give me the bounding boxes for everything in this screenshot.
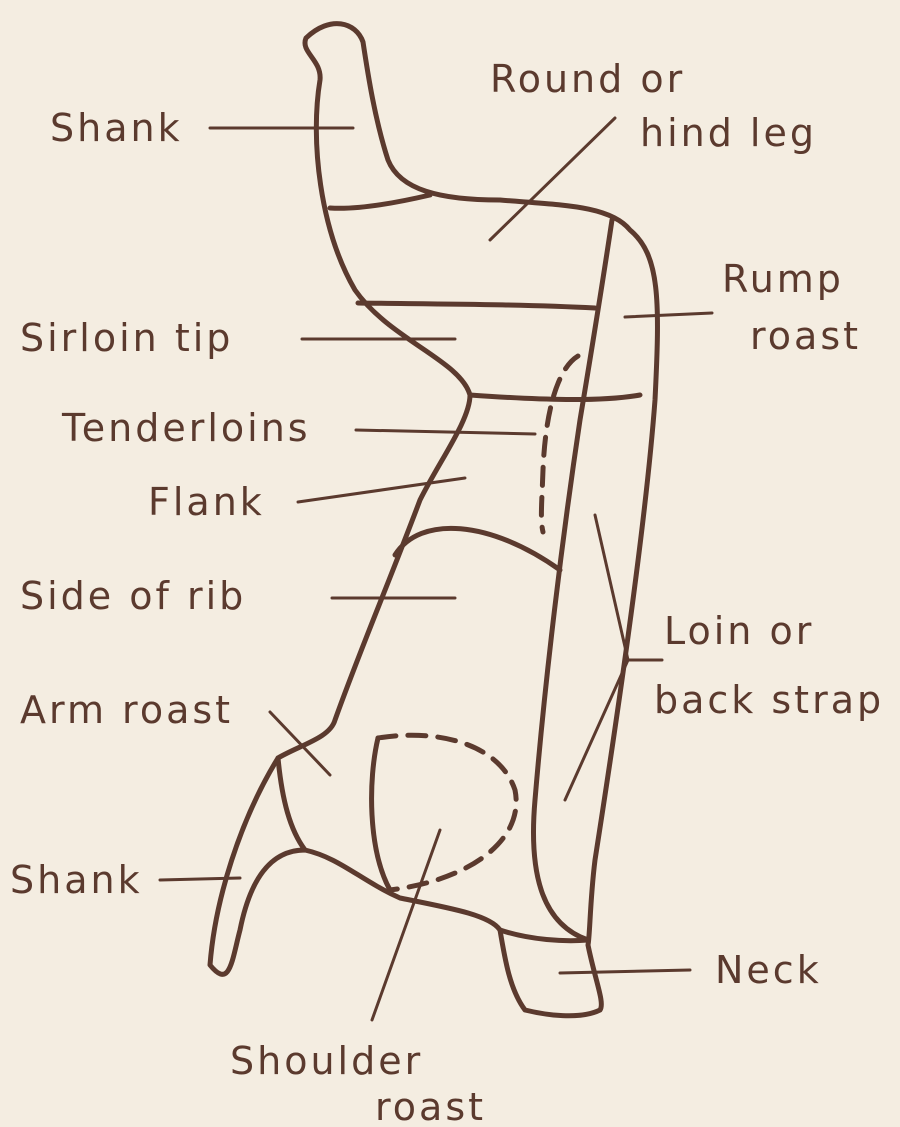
label-round-line2: hind leg xyxy=(640,111,817,155)
label-loin-line2: back strap xyxy=(654,678,884,722)
shank-round-boundary xyxy=(330,195,430,208)
leader-loin-upper xyxy=(595,515,628,660)
shoulder-roast-dashed-outline xyxy=(378,735,516,890)
label-shoulder-line2: roast xyxy=(375,1085,486,1127)
shoulder-divider xyxy=(372,738,390,890)
label-shank-bottom: Shank xyxy=(10,858,143,902)
leader-neck xyxy=(560,970,690,973)
arm-roast-curve xyxy=(278,758,305,850)
tenderloin-dashed-outline xyxy=(541,356,578,532)
leader-rump xyxy=(625,313,712,317)
label-sirloin-tip: Sirloin tip xyxy=(20,316,233,360)
leader-shank-bottom xyxy=(160,878,240,880)
cut-labels: Shank Round or hind leg Rump roast Sirlo… xyxy=(10,57,884,1127)
label-shoulder-line1: Shoulder xyxy=(230,1039,423,1083)
label-shank-top: Shank xyxy=(50,106,183,150)
label-round-line1: Round or xyxy=(490,57,685,101)
leader-round xyxy=(490,118,615,240)
carcass-body-outline xyxy=(210,24,657,1016)
leader-loin-lower xyxy=(565,660,628,800)
label-rump-line2: roast xyxy=(750,314,861,358)
leader-flank xyxy=(298,478,465,502)
leader-tenderloins xyxy=(356,430,535,434)
round-sirloin-boundary xyxy=(358,303,595,308)
rib-arc xyxy=(395,528,560,570)
leader-lines xyxy=(160,118,712,1020)
leader-shoulder xyxy=(372,830,440,1020)
label-side-of-rib: Side of rib xyxy=(20,574,246,618)
label-flank: Flank xyxy=(148,480,265,524)
label-rump-line1: Rump xyxy=(722,257,844,301)
label-neck: Neck xyxy=(715,948,822,992)
label-tenderloins: Tenderloins xyxy=(61,406,311,450)
cut-lines xyxy=(278,195,640,941)
label-loin-line1: Loin or xyxy=(664,609,814,653)
label-arm-roast: Arm roast xyxy=(20,688,233,732)
carcass-outline xyxy=(210,24,657,1016)
